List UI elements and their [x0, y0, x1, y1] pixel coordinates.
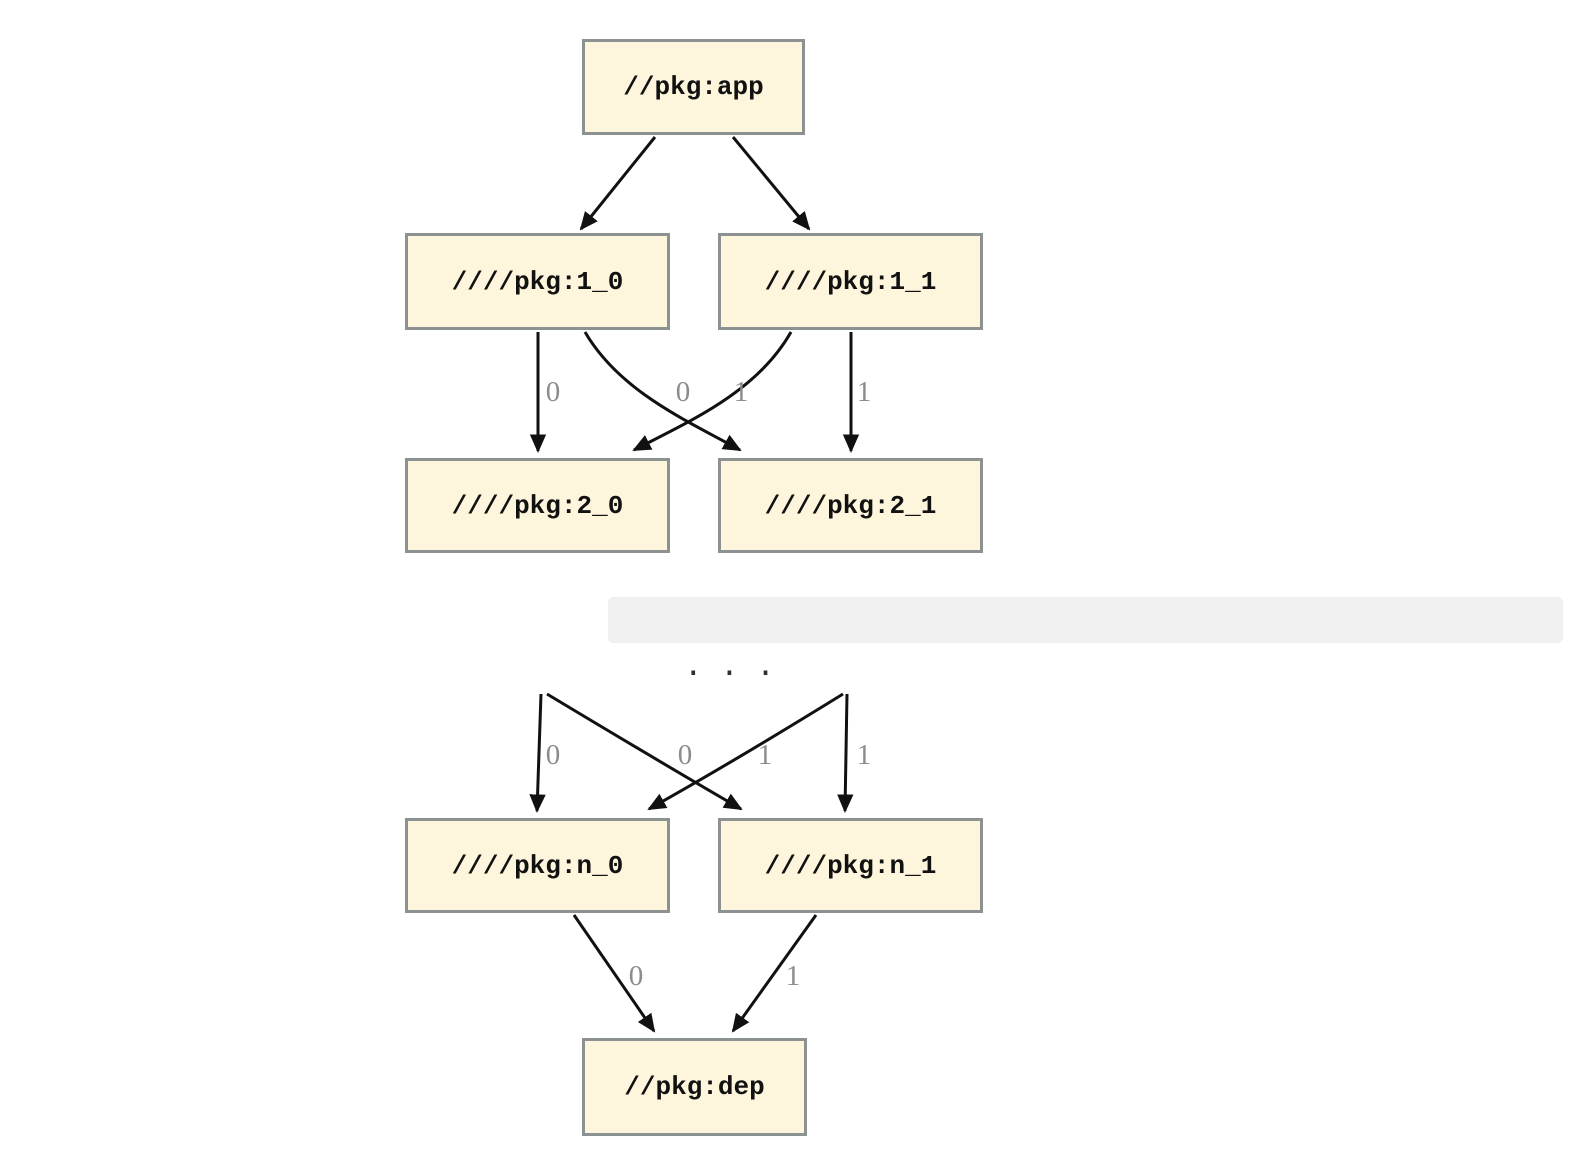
edge-label-omitted-n_0-left: 0 — [546, 739, 561, 771]
edge-app-to-1_1 — [731, 136, 811, 231]
edge-omitted-left-to-n_1 — [546, 692, 743, 811]
edge-label-n_0-dep: 0 — [629, 960, 644, 992]
edge-label-n_1-dep: 1 — [786, 960, 801, 992]
edge-omitted-right-to-n_0 — [647, 692, 844, 811]
edge-label-1_0-2_1: 1 — [734, 376, 749, 408]
edge-1_1-to-2_0 — [632, 331, 793, 452]
edge-label-1_0-2_0: 0 — [546, 376, 561, 408]
node-pkg-1-0: ////pkg:1_0 — [405, 233, 670, 330]
edge-label-omitted-n_1-mid: 1 — [758, 739, 773, 771]
edge-n_0-to-dep — [572, 914, 656, 1033]
node-pkg-2-0: ////pkg:2_0 — [405, 458, 670, 553]
edge-app-to-1_0 — [579, 136, 657, 231]
edge-omitted-left-to-n_0 — [529, 693, 546, 813]
edge-label-1_1-2_1: 1 — [857, 376, 872, 408]
edge-1_0-to-2_1 — [583, 331, 742, 452]
node-pkg-app: //pkg:app — [582, 39, 805, 135]
node-pkg-1-1: ////pkg:1_1 — [718, 233, 983, 330]
edge-omitted-right-to-n_1 — [837, 693, 854, 813]
edge-n_1-to-dep — [731, 914, 818, 1033]
ellipsis-text: . . . — [684, 648, 775, 683]
node-pkg-2-1: ////pkg:2_1 — [718, 458, 983, 553]
ellipsis-band: . . . — [608, 597, 1563, 683]
edge-label-omitted-n_0-mid: 0 — [678, 739, 693, 771]
node-pkg-n-0: ////pkg:n_0 — [405, 818, 670, 913]
node-pkg-n-1: ////pkg:n_1 — [718, 818, 983, 913]
edge-label-omitted-n_1-right: 1 — [857, 739, 872, 771]
node-pkg-dep: //pkg:dep — [582, 1038, 807, 1136]
edge-label-1_1-2_0: 0 — [676, 376, 691, 408]
